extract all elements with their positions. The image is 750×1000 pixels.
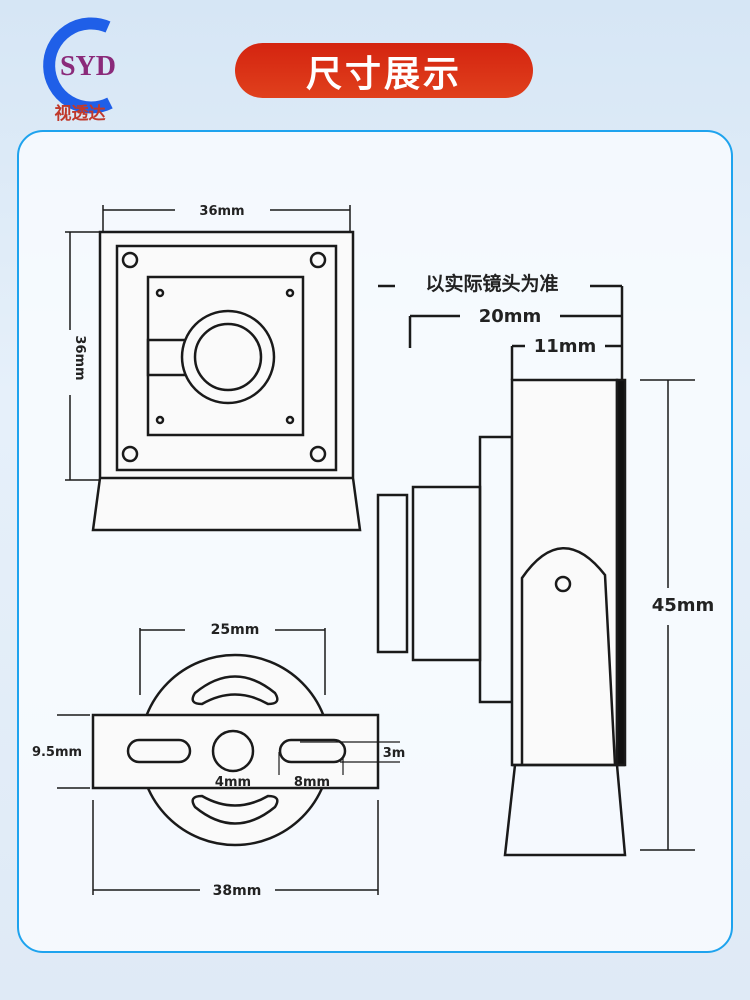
front-view [65, 205, 362, 532]
depth-label: 20mm [479, 306, 542, 327]
logo-text: SYD [60, 51, 116, 82]
front-width-label: 36mm [199, 204, 244, 219]
plate-width-label: 38mm [213, 883, 262, 899]
side-height-label: 45mm [652, 595, 715, 616]
side-view [376, 284, 695, 857]
hole-diameter-label: 4mm [215, 775, 251, 790]
brand-logo: SYD 视透达 [30, 15, 140, 125]
front-height-label: 36mm [72, 335, 87, 380]
body-depth-label: 11mm [534, 336, 597, 357]
disc-width-label: 25mm [211, 622, 260, 638]
plate-height-label: 9.5mm [32, 745, 82, 760]
slot-width-label: 3m [383, 746, 406, 761]
slot-length-label: 8mm [294, 775, 330, 790]
page-title: 尺寸展示 [235, 43, 533, 98]
lens-note: 以实际镜头为准 [425, 272, 558, 295]
bottom-view [57, 628, 400, 895]
logo-subtitle: 视透达 [55, 103, 106, 124]
